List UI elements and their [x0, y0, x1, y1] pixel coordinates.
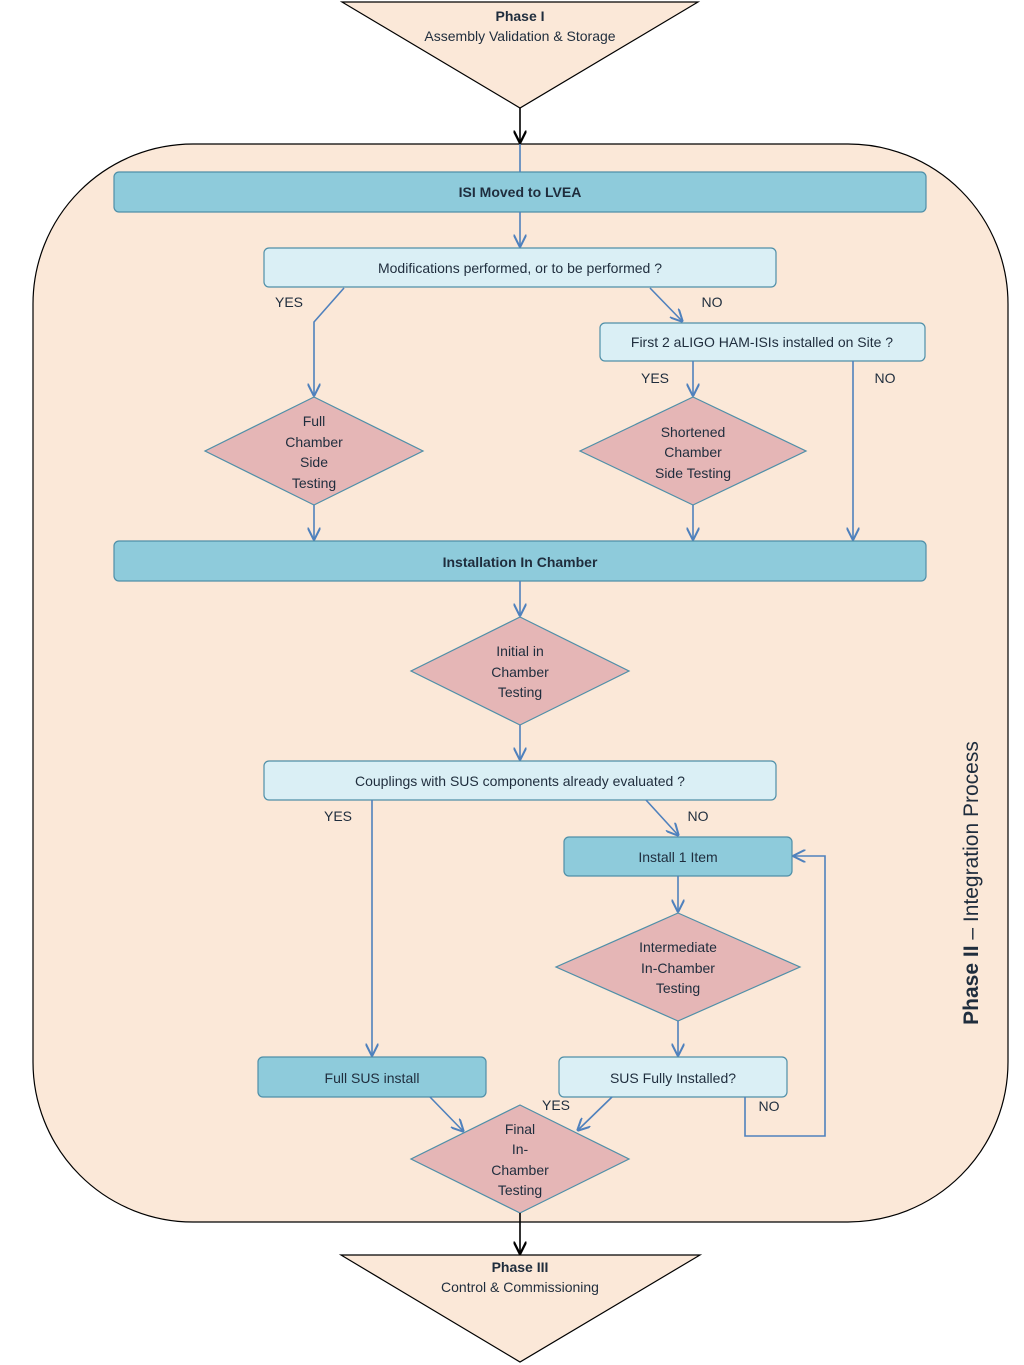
initial-testing-line-2: Chamber [491, 664, 549, 680]
full-sus-install-box: Full SUS install [257, 1056, 487, 1098]
phase3-subtitle: Control & Commissioning [441, 1279, 599, 1295]
install-item-box: Install 1 Item [563, 836, 793, 877]
phase3-title: Phase III [492, 1259, 549, 1275]
arrow-sus-q-yes [578, 1096, 613, 1130]
arrow-couplings-no [645, 799, 678, 835]
first2-question-box: First 2 aLIGO HAM-ISIs installed on Site… [599, 322, 926, 362]
modifications-question-box: Modifications performed, or to be perfor… [263, 247, 777, 288]
phase1-subtitle: Assembly Validation & Storage [424, 28, 615, 44]
shortened-chamber-testing-diamond: Shortened Chamber Side Testing [578, 396, 808, 506]
install-item-label: Install 1 Item [638, 849, 717, 865]
full-chamber-line-4: Testing [292, 475, 336, 491]
installation-label: Installation In Chamber [443, 554, 598, 570]
label-couplings-yes: YES [324, 808, 352, 824]
shortened-chamber-line-2: Chamber [664, 444, 722, 460]
couplings-question-label: Couplings with SUS components already ev… [355, 773, 685, 789]
sus-fully-question-label: SUS Fully Installed? [610, 1070, 736, 1086]
couplings-question-box: Couplings with SUS components already ev… [263, 760, 777, 801]
connectors [314, 108, 853, 1253]
intermediate-testing-line-1: Intermediate [639, 939, 717, 955]
phase2-label: Phase II – Integration Process [960, 741, 983, 1025]
initial-testing-diamond: Initial in Chamber Testing [409, 616, 631, 726]
full-chamber-testing-diamond: Full Chamber Side Testing [203, 396, 425, 506]
arrow-full-sus-to-final [429, 1096, 463, 1131]
branch-labels: YES NO YES NO YES NO YES NO [275, 294, 896, 1114]
final-testing-line-1: Final [505, 1121, 535, 1137]
final-testing-line-3: Chamber [491, 1162, 549, 1178]
intermediate-testing-line-3: Testing [656, 980, 700, 996]
sus-fully-question-box: SUS Fully Installed? [558, 1056, 788, 1098]
arrow-modifications-no [649, 287, 682, 321]
label-modifications-yes: YES [275, 294, 303, 310]
label-first2-no: NO [875, 370, 896, 386]
full-sus-install-label: Full SUS install [325, 1070, 420, 1086]
final-testing-line-2: In- [512, 1141, 529, 1157]
installation-box: Installation In Chamber [113, 540, 927, 582]
first2-question-label: First 2 aLIGO HAM-ISIs installed on Site… [631, 334, 893, 350]
final-testing-diamond: Final In- Chamber Testing [409, 1104, 631, 1214]
intermediate-testing-diamond: Intermediate In-Chamber Testing [554, 912, 802, 1022]
phase1-node: Phase I Assembly Validation & Storage [339, 1, 701, 109]
arrow-sus-q-no-loop [744, 856, 826, 1137]
label-sus-fully-no: NO [759, 1098, 780, 1114]
final-testing-line-4: Testing [498, 1182, 542, 1198]
initial-testing-line-1: Initial in [496, 643, 543, 659]
isi-moved-label: ISI Moved to LVEA [459, 184, 582, 200]
initial-testing-line-3: Testing [498, 684, 542, 700]
full-chamber-line-1: Full [303, 413, 326, 429]
isi-moved-box: ISI Moved to LVEA [113, 171, 927, 213]
label-couplings-no: NO [688, 808, 709, 824]
phase1-title: Phase I [495, 8, 544, 24]
label-modifications-no: NO [702, 294, 723, 310]
shortened-chamber-line-3: Side Testing [655, 465, 731, 481]
label-first2-yes: YES [641, 370, 669, 386]
full-chamber-line-2: Chamber [285, 434, 343, 450]
phase3-node: Phase III Control & Commissioning [338, 1254, 703, 1363]
intermediate-testing-line-2: In-Chamber [641, 960, 715, 976]
arrow-modifications-yes [314, 287, 345, 395]
full-chamber-line-3: Side [300, 454, 328, 470]
label-sus-fully-yes: YES [542, 1097, 570, 1113]
shortened-chamber-line-1: Shortened [661, 424, 726, 440]
modifications-question-label: Modifications performed, or to be perfor… [378, 260, 662, 276]
